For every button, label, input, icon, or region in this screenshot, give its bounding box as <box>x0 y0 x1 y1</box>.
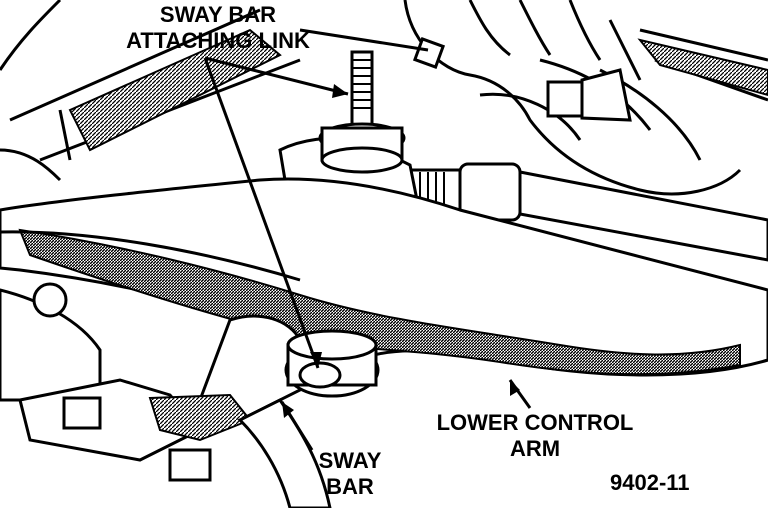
label-sway-bar-attaching-link: SWAY BAR ATTACHING LINK <box>118 2 318 54</box>
attaching-link-stud <box>318 50 406 174</box>
label-sway-bar-line2: BAR <box>326 474 374 499</box>
frame-shading <box>68 28 282 152</box>
bracket-shading <box>148 393 252 442</box>
label-lower-control-arm-line2: ARM <box>509 436 561 461</box>
shaft-shading <box>637 38 768 97</box>
label-lower-control-arm: LOWER CONTROL ARM <box>420 410 650 462</box>
figure-number: 9402-11 <box>610 470 690 495</box>
label-sway-bar-attaching-link-line1: SWAY BAR <box>159 2 277 27</box>
sway-bar-bushing <box>284 329 380 398</box>
label-sway-bar-line1: SWAY <box>318 448 382 473</box>
leader-arrowheads <box>282 84 520 418</box>
bracket-bolt <box>62 396 212 482</box>
cv-joint-nut <box>546 68 632 122</box>
boot-clamp <box>412 36 446 70</box>
label-sway-bar-attaching-link-line2: ATTACHING LINK <box>126 28 310 53</box>
stud-threads <box>352 59 372 109</box>
label-lower-control-arm-line1: LOWER CONTROL <box>436 410 634 435</box>
control-arm-edge <box>0 230 301 282</box>
leader-lines <box>203 28 532 451</box>
label-sway-bar: SWAY BAR <box>290 448 410 500</box>
